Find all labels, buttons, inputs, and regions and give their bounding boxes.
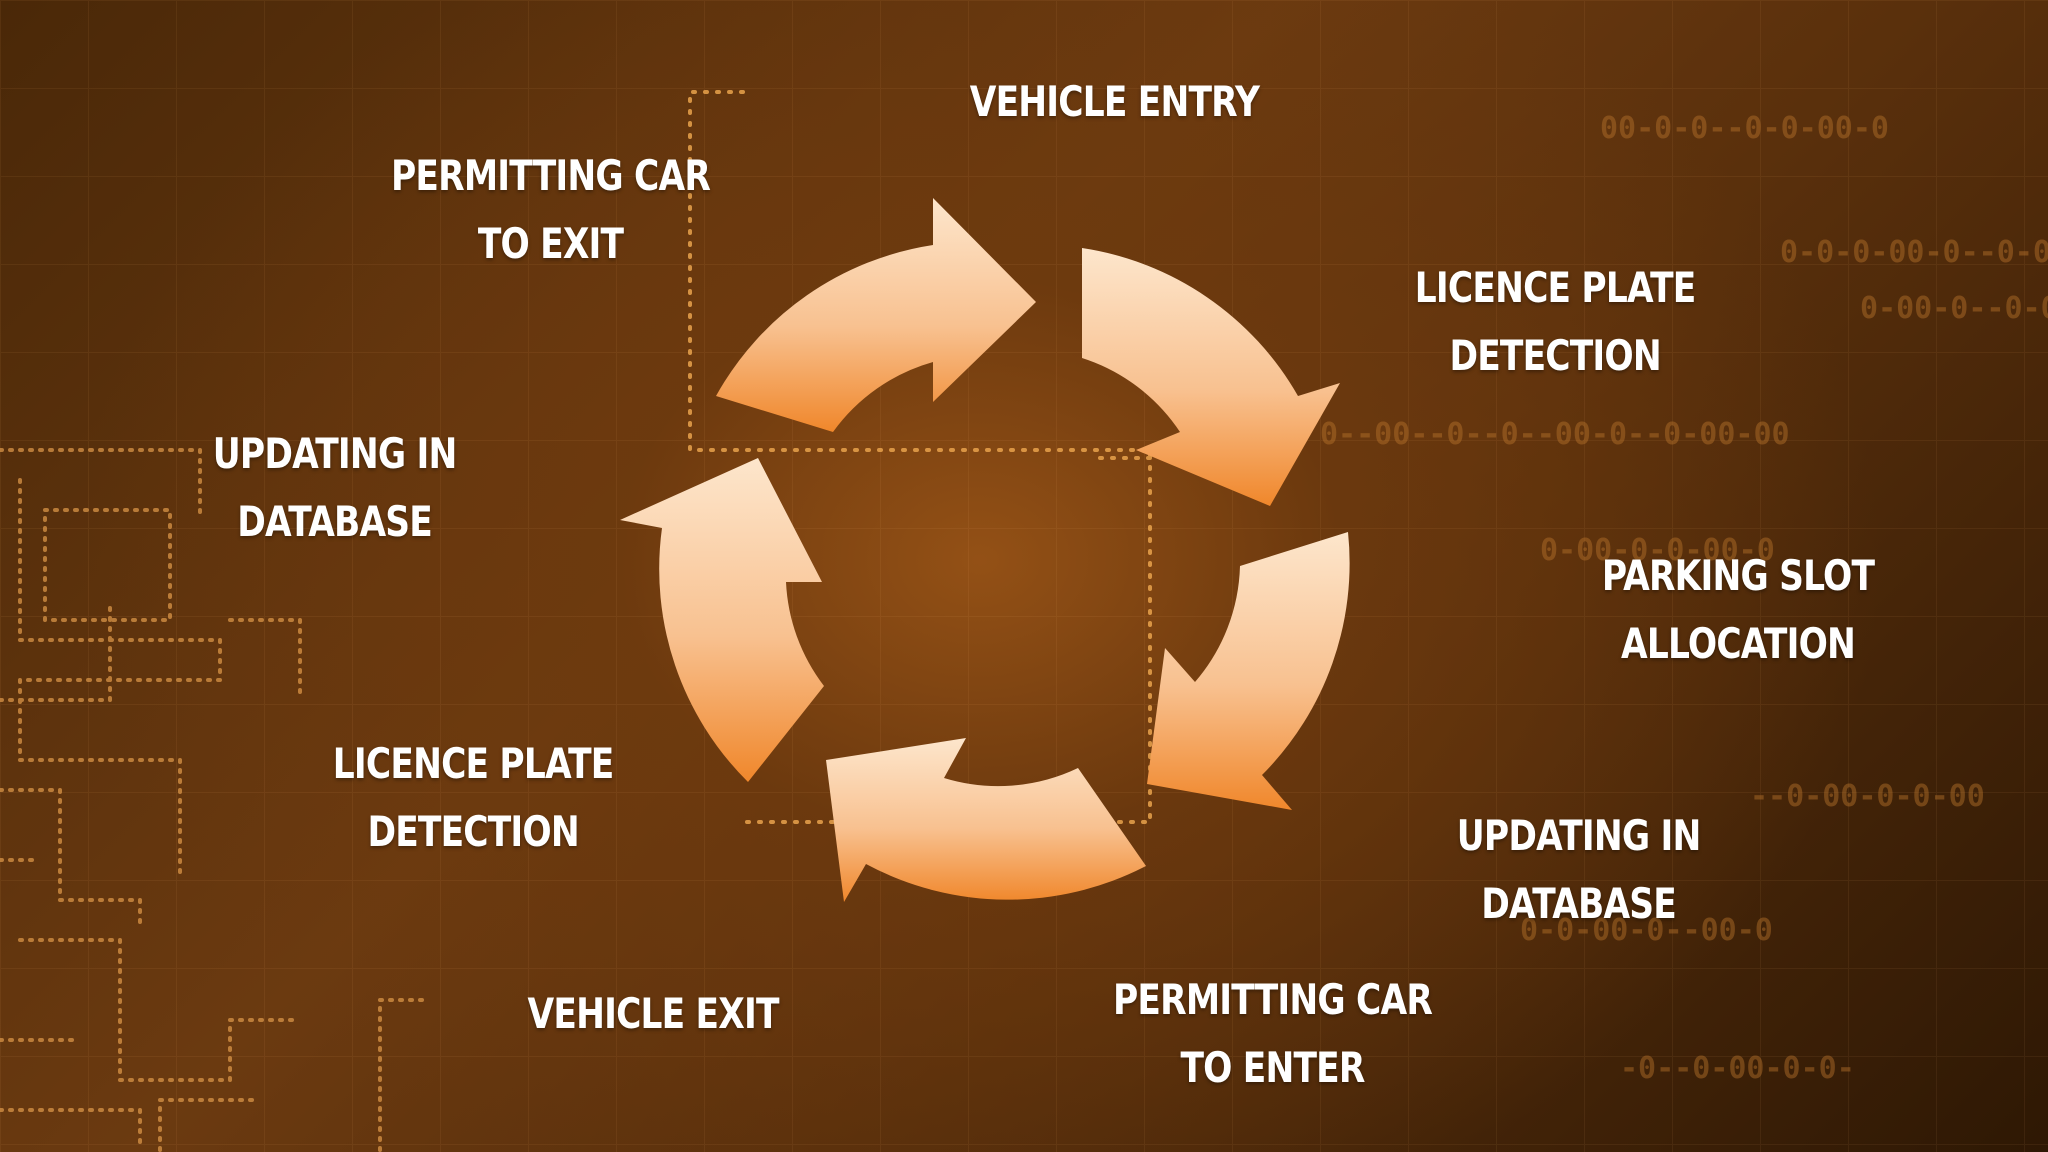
label-permitting-car-exit: PERMITTING CAR TO EXIT xyxy=(391,151,711,268)
label-parking-slot-allocation: PARKING SLOT ALLOCATION xyxy=(1601,551,1875,668)
cycle-arrow-bottom xyxy=(826,738,1146,902)
binary-stream-text: -0--0-00-0-0- xyxy=(1620,1051,1855,1086)
label-updating-database-left: UPDATING IN DATABASE xyxy=(212,429,458,546)
binary-streams: 00-0-0--0-0-00-0 0-0-0-00-0--0-00 0--00--0… xyxy=(1320,111,2048,1086)
label-updating-database-right: UPDATING IN DATABASE xyxy=(1456,811,1702,928)
label-permitting-car-enter: PERMITTING CAR TO ENTER xyxy=(1113,975,1433,1092)
label-vehicle-entry: VEHICLE ENTRY xyxy=(969,77,1260,126)
binary-stream-text: 0--00--0--0--00-0--0-00-00 xyxy=(1320,417,1790,452)
circuit-traces xyxy=(0,448,432,1152)
cycle-arrows xyxy=(620,198,1350,902)
cycle-arrow-right-upper xyxy=(1082,248,1340,506)
cycle-arrow-top xyxy=(716,198,1036,432)
binary-stream-text: --0-00-0-0-00 xyxy=(1750,779,1985,814)
binary-stream-text: 00-0-0--0-0-00-0 xyxy=(1600,111,1889,146)
binary-stream-text: 0-0-0-00-0--0-00 xyxy=(1780,235,2048,270)
cycle-arrow-left xyxy=(620,458,824,782)
label-licence-plate-detection-right: LICENCE PLATE DETECTION xyxy=(1414,263,1697,380)
binary-stream-text: 0-00-0--0-00-0 xyxy=(1860,291,2048,326)
label-licence-plate-detection-left: LICENCE PLATE DETECTION xyxy=(332,739,615,856)
binary-stream-text: 0-00-0-0-00-0 xyxy=(1540,533,1775,568)
cycle-arrow-right-lower xyxy=(1147,532,1350,810)
label-vehicle-exit: VEHICLE EXIT xyxy=(527,989,780,1038)
binary-stream-text: 0-0-00-0--00-0 xyxy=(1520,913,1773,948)
